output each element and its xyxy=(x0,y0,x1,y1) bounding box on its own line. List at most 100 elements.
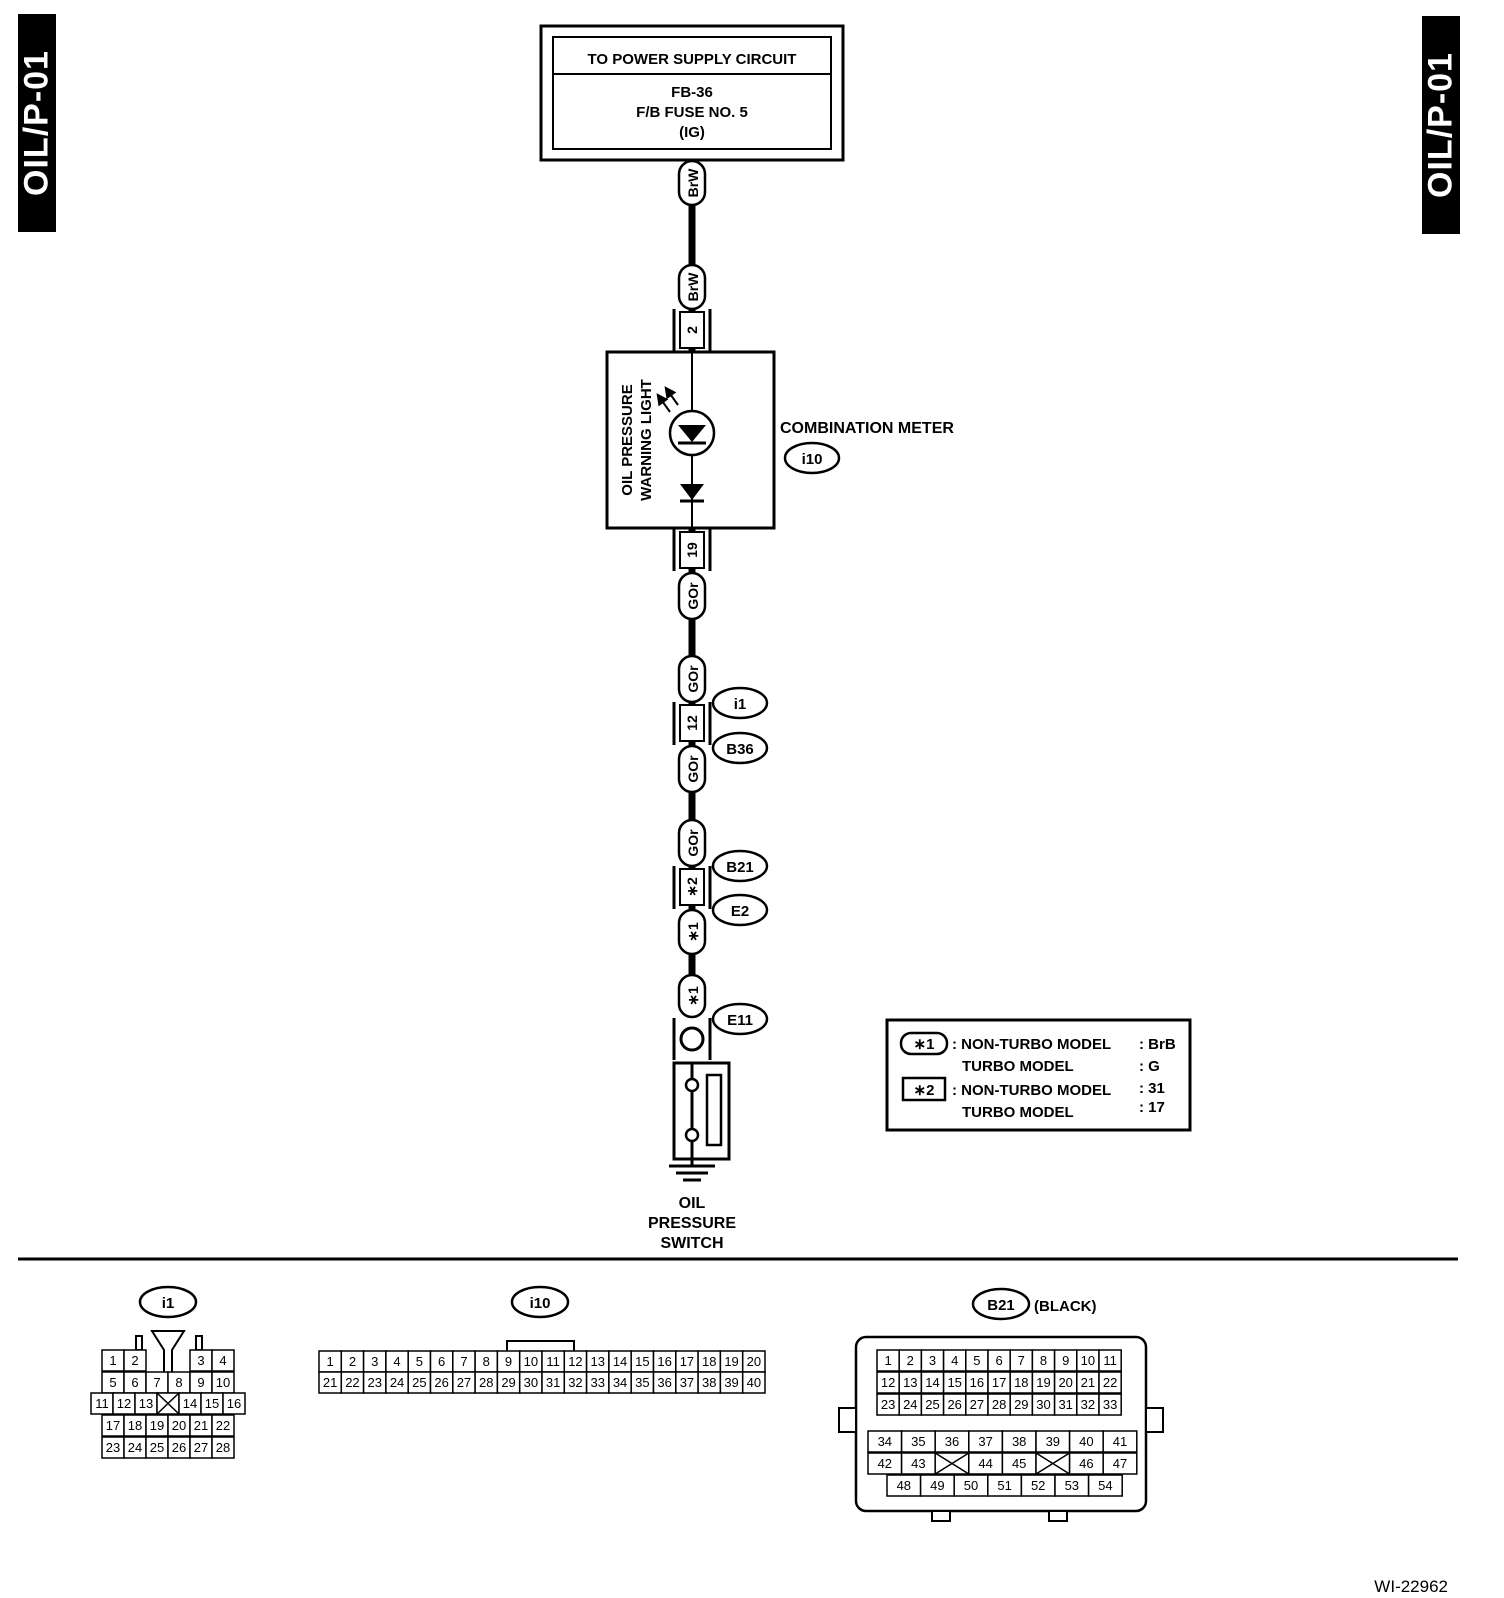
b21-pin: 51 xyxy=(997,1478,1011,1493)
i1-cell xyxy=(222,1392,246,1415)
switch-label-line1: OIL xyxy=(679,1195,706,1212)
svg-text:: 17: : 17 xyxy=(1139,1099,1165,1116)
svg-text:GOr: GOr xyxy=(685,829,701,857)
svg-text:: 31: : 31 xyxy=(1139,1080,1165,1097)
b21-pin: 9 xyxy=(1062,1353,1069,1368)
warning-lamp-icon xyxy=(656,386,716,457)
b21-pin: 15 xyxy=(947,1375,961,1390)
i10-pin: 4 xyxy=(393,1354,400,1369)
svg-text:12: 12 xyxy=(684,715,700,731)
b21-pin: 24 xyxy=(903,1397,917,1412)
lamp-label-line1: OIL PRESSURE xyxy=(619,384,636,495)
b21-pin: 8 xyxy=(1040,1353,1047,1368)
b21-pin: 10 xyxy=(1081,1353,1095,1368)
b21-cell xyxy=(1098,1371,1122,1394)
b21-pin: 37 xyxy=(978,1434,992,1449)
svg-text:i10: i10 xyxy=(802,451,823,468)
side-tab-right: OIL/P-01 xyxy=(1422,16,1460,234)
connector-tag-e2: E2 xyxy=(711,893,769,927)
i1-pin: 2 xyxy=(131,1353,138,1368)
svg-text:GOr: GOr xyxy=(685,582,701,610)
power-supply-line1: FB-36 xyxy=(671,84,713,101)
i1-pin: 5 xyxy=(109,1375,116,1390)
svg-text:B36: B36 xyxy=(726,741,754,758)
svg-text:BrW: BrW xyxy=(685,168,701,198)
b21-pin: 39 xyxy=(1046,1434,1060,1449)
power-supply-title: TO POWER SUPPLY CIRCUIT xyxy=(588,51,797,68)
i10-pin: 25 xyxy=(412,1375,426,1390)
svg-text:: NON-TURBO MODEL: : NON-TURBO MODEL xyxy=(952,1082,1111,1099)
i1-pin: 20 xyxy=(172,1418,186,1433)
b21-pin: 40 xyxy=(1079,1434,1093,1449)
i1-cell xyxy=(123,1349,147,1372)
wire-label-gor-2: GOr xyxy=(677,654,707,704)
b21-pin: 6 xyxy=(995,1353,1002,1368)
i10-pin: 17 xyxy=(680,1354,694,1369)
i1-pin: 7 xyxy=(153,1375,160,1390)
svg-text:: NON-TURBO MODEL: : NON-TURBO MODEL xyxy=(952,1036,1111,1053)
i10-pin: 35 xyxy=(635,1375,649,1390)
i10-pin: 7 xyxy=(460,1354,467,1369)
i10-pin: 8 xyxy=(483,1354,490,1369)
i10-pin: 28 xyxy=(479,1375,493,1390)
b21-cell xyxy=(1098,1393,1122,1416)
side-tab-left: OIL/P-01 xyxy=(18,14,56,232)
b21-cell xyxy=(1087,1474,1123,1497)
b21-pin: 42 xyxy=(878,1456,892,1471)
i1-pin: 28 xyxy=(216,1440,230,1455)
power-supply-line2: F/B FUSE NO. 5 xyxy=(636,104,748,121)
switch-label-line3: SWITCH xyxy=(660,1235,723,1252)
svg-text:E2: E2 xyxy=(731,903,749,920)
b21-pin: 4 xyxy=(951,1353,958,1368)
i10-pin: 1 xyxy=(327,1354,334,1369)
i10-pin: 36 xyxy=(657,1375,671,1390)
b21-pin: 52 xyxy=(1031,1478,1045,1493)
b21-pin: 27 xyxy=(970,1397,984,1412)
b21-pin: 26 xyxy=(947,1397,961,1412)
b21-pin: 46 xyxy=(1079,1456,1093,1471)
i10-pin: 10 xyxy=(524,1354,538,1369)
power-supply-line3: (IG) xyxy=(679,124,705,141)
b21-pin: 41 xyxy=(1113,1434,1127,1449)
i1-pin: 12 xyxy=(117,1396,131,1411)
connector-tag-i1: i1 xyxy=(711,686,769,720)
b21-pin: 12 xyxy=(881,1375,895,1390)
b21-pin: 20 xyxy=(1058,1375,1072,1390)
i10-pin: 27 xyxy=(457,1375,471,1390)
svg-text:∗2: ∗2 xyxy=(914,1082,935,1099)
i10-pin: 26 xyxy=(434,1375,448,1390)
b21-cell xyxy=(1102,1452,1138,1475)
connector-tag-b21: B21 xyxy=(711,849,769,883)
i1-pin: 13 xyxy=(139,1396,153,1411)
b21-pin: 23 xyxy=(881,1397,895,1412)
i10-pin: 11 xyxy=(546,1354,560,1369)
wire-label-brw-top: BrW xyxy=(677,159,707,207)
b21-pin: 31 xyxy=(1058,1397,1072,1412)
i10-pin: 5 xyxy=(416,1354,423,1369)
svg-text:TURBO MODEL: TURBO MODEL xyxy=(962,1104,1074,1121)
i1-blank-pin xyxy=(156,1392,180,1415)
b21-pin: 25 xyxy=(925,1397,939,1412)
svg-text:GOr: GOr xyxy=(685,665,701,693)
svg-text:2: 2 xyxy=(684,326,700,334)
svg-text:∗1: ∗1 xyxy=(685,986,701,1006)
i10-pin: 33 xyxy=(591,1375,605,1390)
i10-pin: 14 xyxy=(613,1354,627,1369)
i10-pin: 37 xyxy=(680,1375,694,1390)
i10-pin: 40 xyxy=(747,1375,761,1390)
b21-pin: 33 xyxy=(1103,1397,1117,1412)
svg-text:B21: B21 xyxy=(987,1297,1015,1314)
pin-label-12: 12 xyxy=(672,702,712,745)
i1-pin: 23 xyxy=(106,1440,120,1455)
b21-pin: 5 xyxy=(973,1353,980,1368)
connector-tag-i10: i10 xyxy=(783,441,841,475)
svg-text:GOr: GOr xyxy=(685,755,701,783)
i10-pin: 16 xyxy=(657,1354,671,1369)
i10-pin: 6 xyxy=(438,1354,445,1369)
b21-pin: 36 xyxy=(945,1434,959,1449)
combination-meter-box: OIL PRESSURE WARNING LIGHT xyxy=(605,350,776,530)
power-supply-box: TO POWER SUPPLY CIRCUIT FB-36 F/B FUSE N… xyxy=(539,24,845,162)
b21-pin: 47 xyxy=(1113,1456,1127,1471)
wire-label-star1-a: ∗1 xyxy=(677,908,707,956)
